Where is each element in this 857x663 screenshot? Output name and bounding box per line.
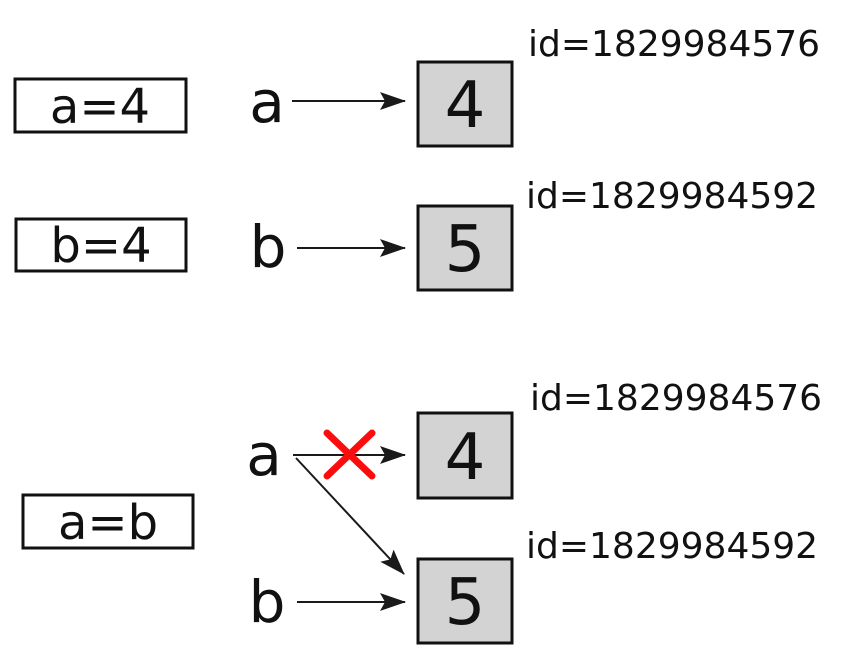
object-box-5-step2 bbox=[416, 204, 514, 292]
rebound-reference-arrow-a-to-5 bbox=[295, 457, 405, 575]
red-cross-icon bbox=[323, 429, 376, 480]
variable-label-a-step1: a bbox=[249, 68, 285, 136]
statement-box-step1 bbox=[13, 77, 188, 134]
statement-box-step3 bbox=[21, 493, 195, 550]
object-box-5-step3 bbox=[416, 557, 514, 645]
variable-label-b-step3: b bbox=[249, 568, 286, 636]
object-value-5-step2: 5 bbox=[445, 213, 486, 287]
object-id-label-step2: id=1829984592 bbox=[526, 176, 818, 217]
object-id-label-4-step3: id=1829984576 bbox=[530, 378, 822, 419]
statement-label-step3: a=b bbox=[58, 495, 158, 551]
variable-label-b-step2: b bbox=[250, 213, 287, 281]
object-value-4-step3: 4 bbox=[445, 421, 486, 495]
object-id-label-5-step3: id=1829984592 bbox=[526, 526, 818, 567]
object-id-label-step1: id=1829984576 bbox=[528, 24, 820, 65]
statement-box-step2 bbox=[14, 217, 188, 273]
statement-label-step1: a=4 bbox=[50, 79, 150, 135]
object-box-4-step3 bbox=[416, 411, 514, 500]
object-value-4-step1: 4 bbox=[445, 69, 486, 143]
object-box-4-step1 bbox=[416, 60, 514, 148]
statement-label-step2: b=4 bbox=[50, 218, 151, 274]
variable-label-a-step3: a bbox=[246, 421, 282, 489]
object-value-5-step3: 5 bbox=[445, 566, 486, 640]
